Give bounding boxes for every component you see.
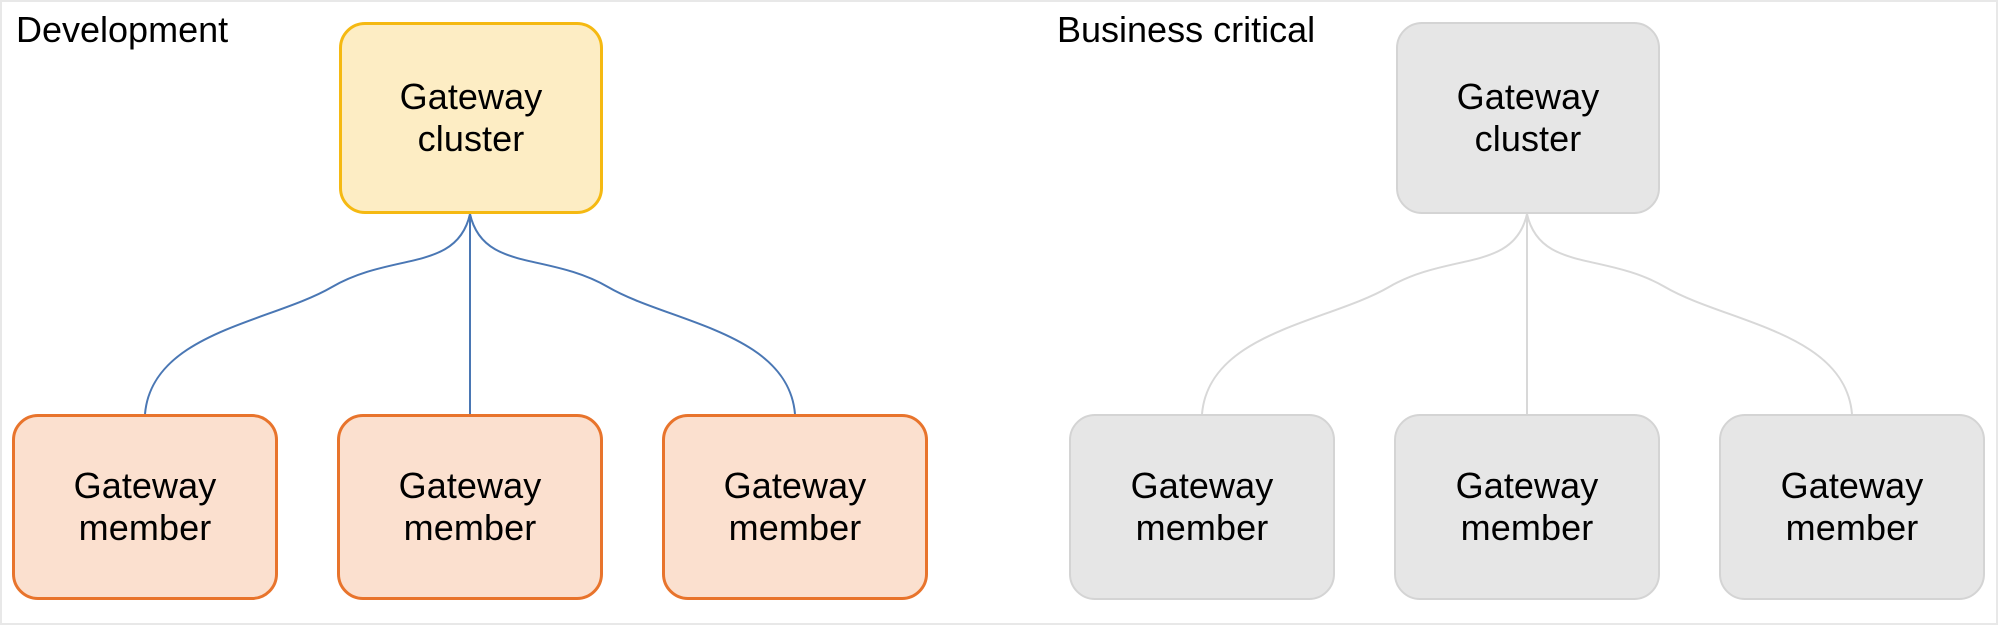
node-label-line1: Gateway — [1130, 464, 1274, 506]
node-label-line2: cluster — [417, 118, 525, 159]
node-label-line1: Gateway — [1456, 75, 1600, 117]
group-title-business-critical: Business critical — [1057, 9, 1316, 50]
node-label-line1: Gateway — [723, 464, 867, 506]
node-label-line1: Gateway — [399, 75, 543, 117]
node-label-line2: member — [1785, 507, 1919, 548]
node-label-line2: member — [728, 507, 862, 548]
node-label-line2: member — [1460, 507, 1594, 548]
connectors-development — [144, 213, 796, 415]
node-label-line1: Gateway — [1780, 464, 1924, 506]
node-label-line2: member — [403, 507, 537, 548]
node-label-line2: member — [78, 507, 212, 548]
connector-bc-1 — [1201, 213, 1528, 415]
connector-bc-3 — [1526, 213, 1853, 415]
node-label-line1: Gateway — [398, 464, 542, 506]
node-label-line2: member — [1135, 507, 1269, 548]
node-label-line2: cluster — [1474, 118, 1582, 159]
group-title-development: Development — [16, 9, 229, 50]
connectors-business-critical — [1201, 213, 1853, 415]
node-label-line1: Gateway — [1455, 464, 1599, 506]
connector-dev-1 — [144, 213, 471, 415]
connector-dev-3 — [469, 213, 796, 415]
node-label-line1: Gateway — [73, 464, 217, 506]
